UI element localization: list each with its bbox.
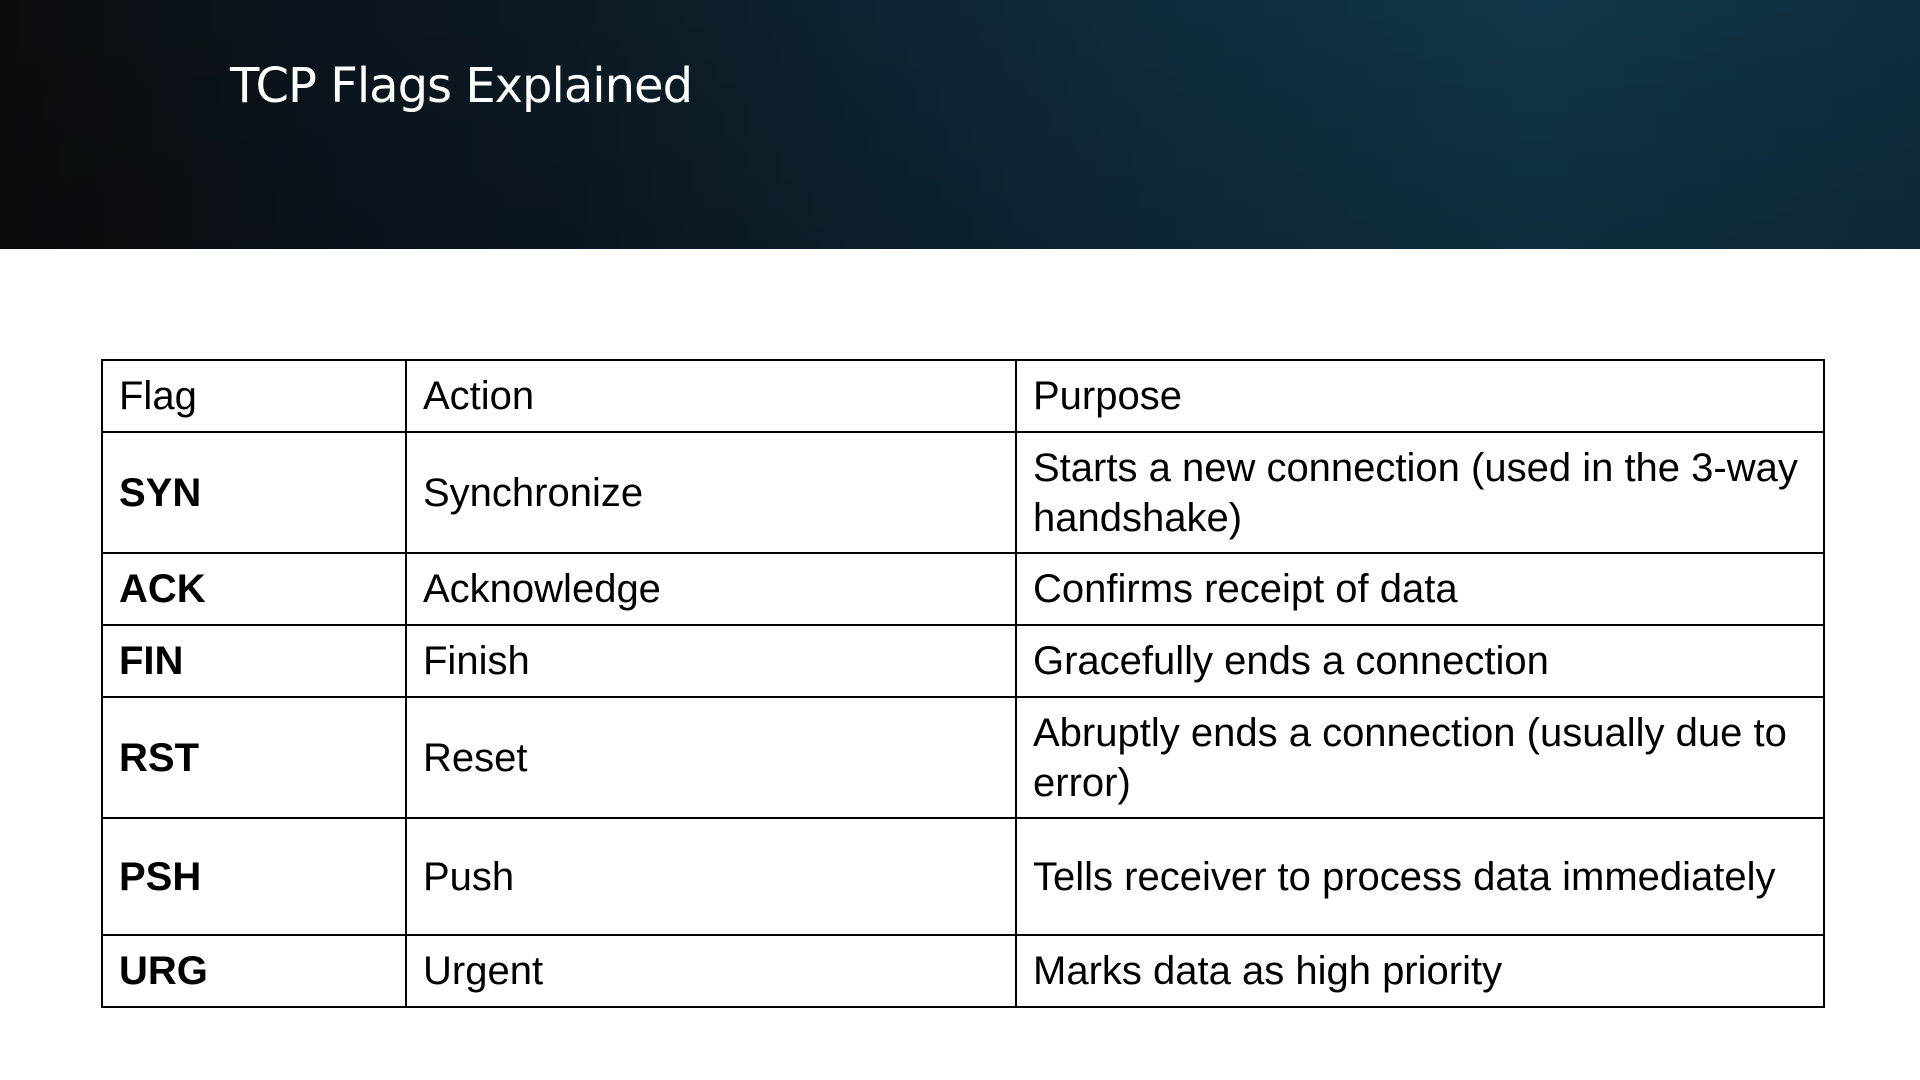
column-header-purpose: Purpose [1015, 359, 1825, 433]
table-header-row: Flag Action Purpose [101, 359, 1825, 433]
flag-cell: URG [101, 934, 407, 1008]
action-cell: Synchronize [405, 431, 1017, 554]
column-header-flag: Flag [101, 359, 407, 433]
purpose-cell: Confirms receipt of data [1015, 552, 1825, 626]
table-row: FIN Finish Gracefully ends a connection [101, 624, 1825, 698]
flag-cell: FIN [101, 624, 407, 698]
table-container: Flag Action Purpose SYN Synchronize Star… [101, 359, 1825, 1008]
flag-cell: RST [101, 696, 407, 819]
flag-cell: PSH [101, 817, 407, 936]
flag-cell: ACK [101, 552, 407, 626]
purpose-cell: Marks data as high priority [1015, 934, 1825, 1008]
header-band [0, 0, 1920, 249]
action-cell: Finish [405, 624, 1017, 698]
table-row: RST Reset Abruptly ends a connection (us… [101, 696, 1825, 819]
action-cell: Acknowledge [405, 552, 1017, 626]
purpose-cell: Starts a new connection (used in the 3-w… [1015, 431, 1825, 554]
table-row: ACK Acknowledge Confirms receipt of data [101, 552, 1825, 626]
action-cell: Reset [405, 696, 1017, 819]
column-header-action: Action [405, 359, 1017, 433]
purpose-cell: Tells receiver to process data immediate… [1015, 817, 1825, 936]
table-row: URG Urgent Marks data as high priority [101, 934, 1825, 1008]
tcp-flags-table: Flag Action Purpose SYN Synchronize Star… [101, 359, 1825, 1008]
flag-cell: SYN [101, 431, 407, 554]
action-cell: Urgent [405, 934, 1017, 1008]
slide-title: TCP Flags Explained [230, 58, 693, 114]
purpose-cell: Abruptly ends a connection (usually due … [1015, 696, 1825, 819]
table-row: PSH Push Tells receiver to process data … [101, 817, 1825, 936]
table-row: SYN Synchronize Starts a new connection … [101, 431, 1825, 554]
purpose-cell: Gracefully ends a connection [1015, 624, 1825, 698]
action-cell: Push [405, 817, 1017, 936]
